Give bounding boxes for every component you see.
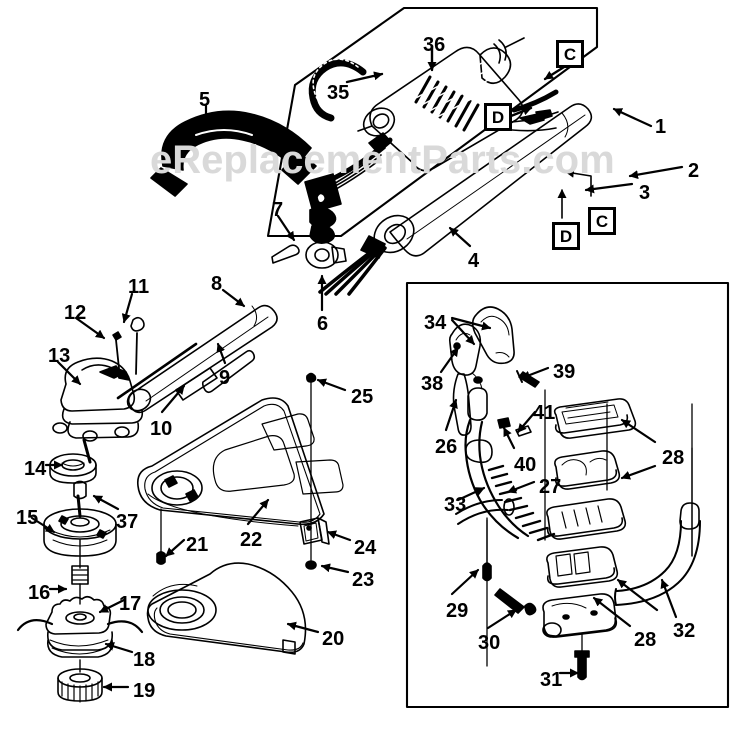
callout-38: 38 — [421, 373, 444, 395]
callout-2: 2 — [688, 160, 700, 182]
callout-33: 33 — [444, 494, 467, 516]
part-13-gear-housing — [52, 357, 144, 464]
callout-6: 6 — [317, 313, 329, 335]
ref-box-d-top: D — [484, 103, 512, 131]
callout-39: 39 — [553, 361, 576, 383]
callout-7: 7 — [272, 199, 284, 221]
leader-lines — [30, 104, 684, 692]
callout-12: 12 — [64, 302, 87, 324]
callout-10: 10 — [150, 418, 173, 440]
callout-25: 25 — [351, 386, 374, 408]
callout-29: 29 — [446, 600, 469, 622]
callout-19: 19 — [133, 680, 156, 702]
callout-14: 14 — [24, 458, 47, 480]
inset-right-contents — [448, 306, 701, 681]
callout-26: 26 — [435, 436, 458, 458]
callout-4: 4 — [468, 250, 480, 272]
part-37-shaft-stub — [73, 480, 87, 518]
part-7-throttle-switch — [271, 173, 347, 269]
inset-border-top — [266, 6, 599, 238]
callout-21: 21 — [186, 534, 209, 556]
callout-18: 18 — [133, 649, 156, 671]
callout-23: 23 — [352, 569, 375, 591]
callout-37: 37 — [116, 511, 139, 533]
callout-22: 22 — [240, 529, 263, 551]
callout-32: 32 — [673, 620, 696, 642]
callout-13: 13 — [48, 345, 71, 367]
callout-34: 34 — [424, 312, 447, 334]
callout-1: 1 — [655, 116, 667, 138]
part-16-spacer — [71, 565, 89, 605]
callout-28: 28 — [662, 447, 685, 469]
callout-8: 8 — [211, 273, 223, 295]
callout-35: 35 — [327, 82, 350, 104]
parts-21-25-fasteners — [156, 372, 330, 570]
part-15-spool-housing — [43, 508, 117, 569]
ref-box-d-main: D — [552, 222, 580, 250]
callout-3: 3 — [639, 182, 651, 204]
main-shaft-assembly — [116, 103, 593, 414]
ref-box-c-main: C — [588, 207, 616, 235]
callout-11: 11 — [128, 276, 150, 298]
callout-27: 27 — [539, 476, 562, 498]
part-22-deflector-shield — [136, 397, 344, 527]
callout-31: 31 — [540, 669, 563, 691]
callout-40: 40 — [514, 454, 537, 476]
callout-16: 16 — [28, 582, 51, 604]
parts-17-18-spool-head — [16, 595, 144, 673]
part-5-handle-grip — [150, 110, 317, 197]
callout-24: 24 — [354, 537, 377, 559]
ref-box-c-top: C — [556, 40, 584, 68]
callout-15: 15 — [16, 507, 39, 529]
part-19-bump-knob — [57, 668, 103, 703]
callout-17: 17 — [119, 593, 142, 615]
callout-5: 5 — [199, 89, 211, 111]
part-20-guard — [146, 562, 307, 655]
callout-9: 9 — [219, 367, 231, 389]
callout-28-lower: 28 — [634, 629, 657, 651]
inset-top-contents — [308, 37, 574, 201]
callout-36: 36 — [423, 34, 446, 56]
inset-border-right — [405, 281, 730, 709]
callout-30: 30 — [478, 632, 501, 654]
callout-20: 20 — [322, 628, 345, 650]
callout-41: 41 — [533, 402, 556, 424]
leader-lines-inset — [439, 316, 693, 678]
